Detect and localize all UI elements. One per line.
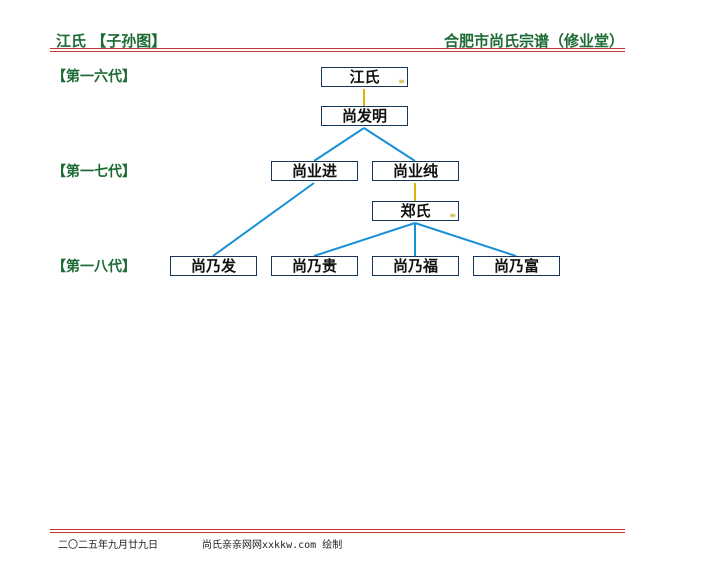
person-node-shang-naifa[interactable]: 尚乃发	[170, 256, 257, 276]
generation-label-17: 【第一七代】	[52, 164, 136, 180]
person-name: 尚乃富	[493, 257, 539, 275]
genealogy-title: 合肥市尚氏宗谱（修业堂）	[443, 32, 624, 50]
person-name: 江氏	[349, 68, 380, 86]
person-name: 尚发明	[341, 107, 387, 125]
page-title: 江氏 【子孙图】	[56, 32, 167, 50]
generation-label-18: 【第一八代】	[52, 259, 136, 275]
header-rule-top	[50, 48, 625, 49]
footer-site-credit[interactable]: 尚氏亲亲网网xxkkw.com 绘制	[202, 540, 343, 551]
person-name: 尚业进	[291, 162, 337, 180]
spouse-mark-icon: ≡	[449, 211, 456, 220]
person-node-jiang[interactable]: 江氏 ≡	[321, 67, 408, 87]
child-link-yechun	[363, 127, 416, 162]
child-link-naifa	[212, 182, 315, 257]
child-link-naifu2	[414, 222, 517, 257]
generation-label-16: 【第一六代】	[52, 69, 136, 85]
child-link-naigui	[313, 222, 416, 257]
person-node-shang-naigui[interactable]: 尚乃贵	[271, 256, 358, 276]
child-link-yejin	[313, 127, 365, 162]
person-name: 尚乃福	[392, 257, 438, 275]
person-name: 郑氏	[400, 202, 431, 220]
person-node-shang-naifu[interactable]: 尚乃福	[372, 256, 459, 276]
person-node-shang-yejin[interactable]: 尚业进	[271, 161, 358, 181]
footer-rule-bottom	[50, 532, 625, 533]
footer-rule-top	[50, 529, 625, 530]
person-name: 尚业纯	[392, 162, 438, 180]
footer-date: 二〇二五年九月廿九日	[58, 540, 158, 551]
person-node-shang-faming[interactable]: 尚发明	[321, 106, 408, 126]
person-node-zheng[interactable]: 郑氏 ≡	[372, 201, 459, 221]
person-name: 尚乃贵	[291, 257, 337, 275]
person-name: 尚乃发	[190, 257, 236, 275]
person-node-shang-naifu2[interactable]: 尚乃富	[473, 256, 560, 276]
header-rule-bottom	[50, 51, 625, 52]
person-node-shang-yechun[interactable]: 尚业纯	[372, 161, 459, 181]
spouse-mark-icon: ≡	[398, 77, 405, 86]
